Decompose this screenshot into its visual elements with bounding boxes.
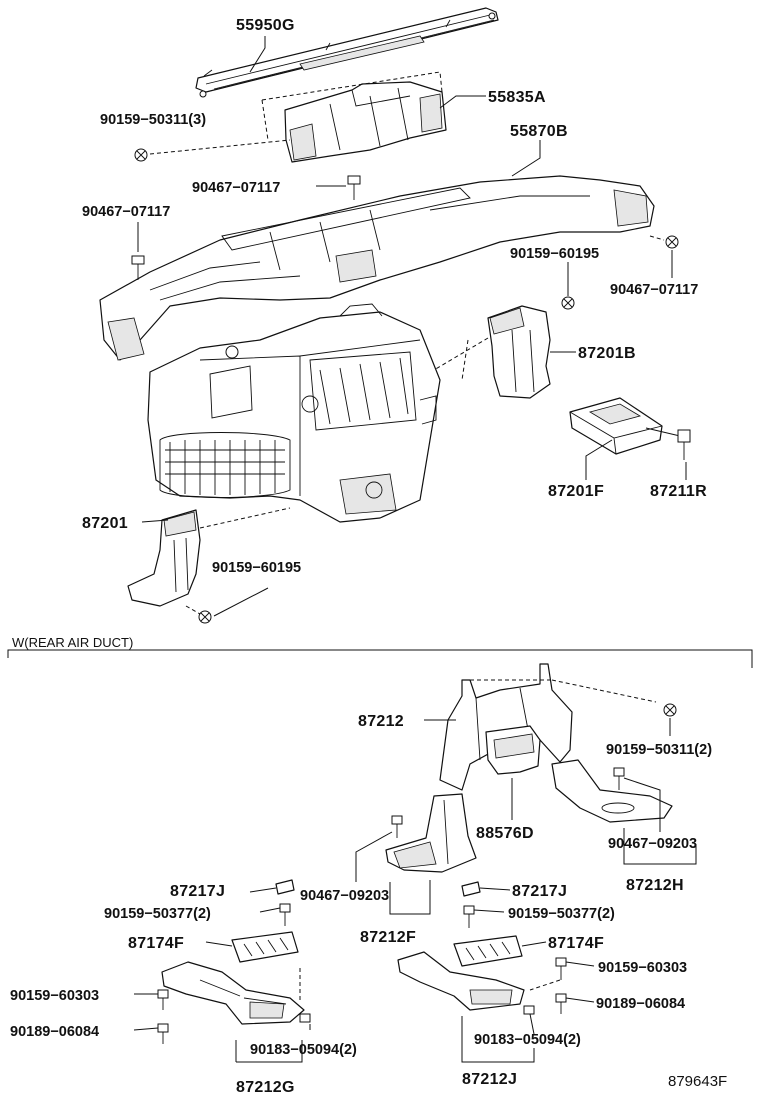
part-87212F-drawing (385, 793, 477, 873)
screw-icon (555, 993, 567, 1014)
label-87211R: 87211R (650, 483, 707, 500)
label-90159-60195-right: 90159−60195 (510, 246, 599, 262)
label-90159-50311-2: 90159−50311(2) (606, 742, 712, 758)
part-87174F-left-drawing (231, 931, 299, 963)
screw-icon (157, 989, 169, 1010)
bolt-icon (663, 703, 677, 717)
label-87212G: 87212G (236, 1079, 295, 1096)
label-55835A: 55835A (488, 89, 546, 106)
part-87174F-right-drawing (453, 935, 523, 967)
clip-icon (299, 1013, 311, 1023)
label-90183-05094-left: 90183−05094(2) (250, 1042, 357, 1058)
label-90159-60195-bottom: 90159−60195 (212, 560, 301, 576)
clip-icon (523, 1005, 535, 1015)
label-87212J: 87212J (462, 1071, 517, 1088)
label-87174F-left: 87174F (128, 935, 184, 952)
part-88576D-drawing (485, 725, 541, 775)
clip-icon (347, 175, 361, 200)
screw-icon (677, 429, 691, 460)
label-87217J-right: 87217J (512, 883, 567, 900)
label-90159-50311-3: 90159−50311(3) (100, 112, 206, 128)
label-87201B: 87201B (578, 345, 636, 362)
label-87212: 87212 (358, 713, 404, 730)
part-87201F-drawing (569, 397, 681, 455)
label-87201: 87201 (82, 515, 128, 532)
label-87212F: 87212F (360, 929, 416, 946)
label-90189-06084-left: 90189−06084 (10, 1024, 99, 1040)
clip-icon (613, 767, 625, 790)
label-90159-60303-left: 90159−60303 (10, 988, 99, 1004)
label-90467-07117-top: 90467−07117 (192, 180, 280, 196)
label-90183-05094-right: 90183−05094(2) (474, 1032, 581, 1048)
label-55870B: 55870B (510, 123, 568, 140)
part-87201B-drawing (433, 305, 551, 399)
bolt-icon (665, 235, 679, 249)
label-90159-50377-left: 90159−50377(2) (104, 906, 211, 922)
label-90467-09203-mid: 90467−09203 (300, 888, 389, 904)
bolt-icon (198, 610, 212, 624)
label-90159-50377-right: 90159−50377(2) (508, 906, 615, 922)
screw-icon (463, 905, 475, 928)
part-87217J-left-drawing (275, 879, 295, 895)
part-87212J-drawing (397, 951, 525, 1011)
label-90159-60303-right: 90159−60303 (598, 960, 687, 976)
screw-icon (555, 957, 567, 980)
label-87212H: 87212H (626, 877, 684, 894)
part-55950G-drawing (195, 7, 499, 98)
clip-icon (131, 255, 145, 280)
part-87212H-drawing (551, 759, 673, 823)
reference-code: 879643F (668, 1073, 727, 1090)
screw-icon (157, 1023, 169, 1044)
label-90467-07117-left: 90467−07117 (82, 204, 170, 220)
label-87217J-left: 87217J (170, 883, 225, 900)
label-90467-07117-right: 90467−07117 (610, 282, 698, 298)
part-87217J-right-drawing (461, 881, 481, 897)
bolt-icon (134, 148, 148, 162)
label-90189-06084-right: 90189−06084 (596, 996, 685, 1012)
screw-icon (279, 903, 291, 926)
heater-unit-drawing (147, 303, 441, 523)
clip-icon (391, 815, 403, 838)
label-87201F: 87201F (548, 483, 604, 500)
bolt-icon (561, 296, 575, 310)
label-87174F-right: 87174F (548, 935, 604, 952)
label-90467-09203-right: 90467−09203 (608, 836, 697, 852)
part-87201-drawing (127, 507, 291, 607)
label-88576D: 88576D (476, 825, 534, 842)
part-55835A-drawing (261, 71, 447, 163)
part-87212G-drawing (161, 961, 305, 1025)
label-55950G: 55950G (236, 17, 295, 34)
section-label: W(REAR AIR DUCT) (12, 635, 133, 650)
part-55870B-drawing (99, 175, 655, 361)
